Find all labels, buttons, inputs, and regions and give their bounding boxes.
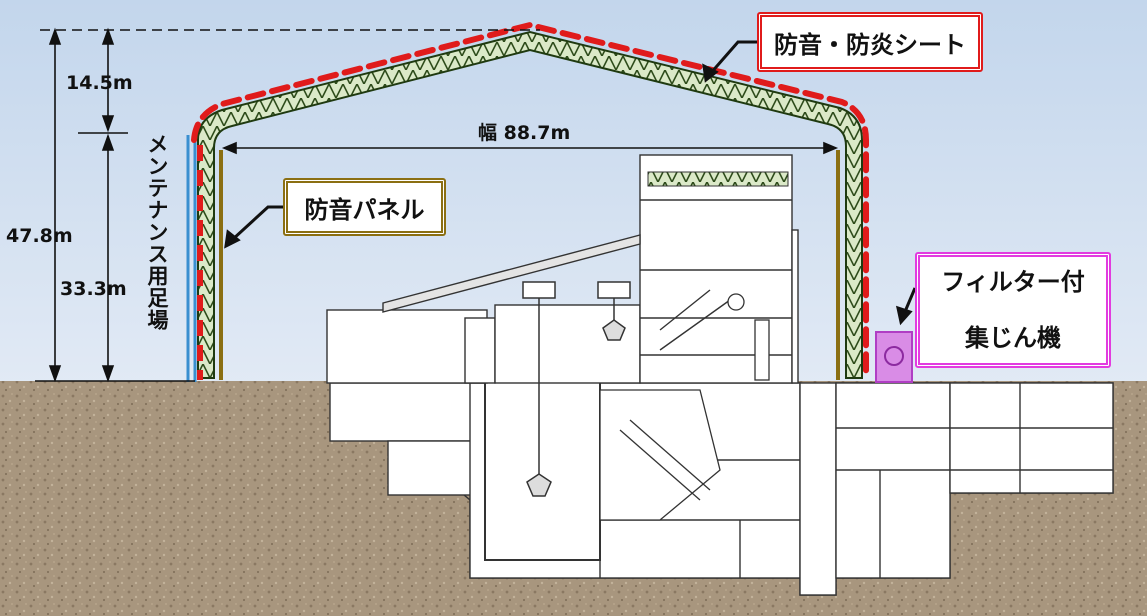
width-label: 幅 88.7m (478, 122, 571, 144)
scaffold (186, 135, 197, 382)
filter-line2-text: 集じん機 (965, 324, 1061, 352)
grab-cranes (522, 281, 631, 497)
soundproof-panel-text: 防音パネル (304, 195, 425, 224)
tent-truss-frame (197, 30, 863, 379)
callout-leaders (224, 40, 917, 326)
filter-unit (875, 331, 913, 383)
scaffold-label: メンテナンス用足場 (145, 133, 169, 331)
filter-collector-callout: フィルター付 集じん機 (915, 252, 1111, 368)
height-dimensions (35, 27, 540, 383)
filter-unit-fan (884, 346, 904, 366)
soundproof-panel-lines (219, 150, 840, 380)
soundproof-sheet-line (191, 21, 869, 381)
height-total-label: 47.8m (6, 225, 73, 247)
soundproof-sheet-callout: 防音・防炎シート (757, 12, 983, 72)
plant-building (326, 154, 799, 384)
crane-truss (647, 171, 789, 187)
soundproof-panel-callout: 防音パネル (283, 178, 446, 236)
width-dimension (221, 141, 839, 155)
soundproof-sheet-text: 防音・防炎シート (774, 30, 966, 59)
height-lower-label: 33.3m (60, 278, 127, 300)
height-upper-label: 14.5m (66, 72, 133, 94)
filter-line1-text: フィルター付 (941, 268, 1085, 296)
incinerator (599, 293, 770, 521)
